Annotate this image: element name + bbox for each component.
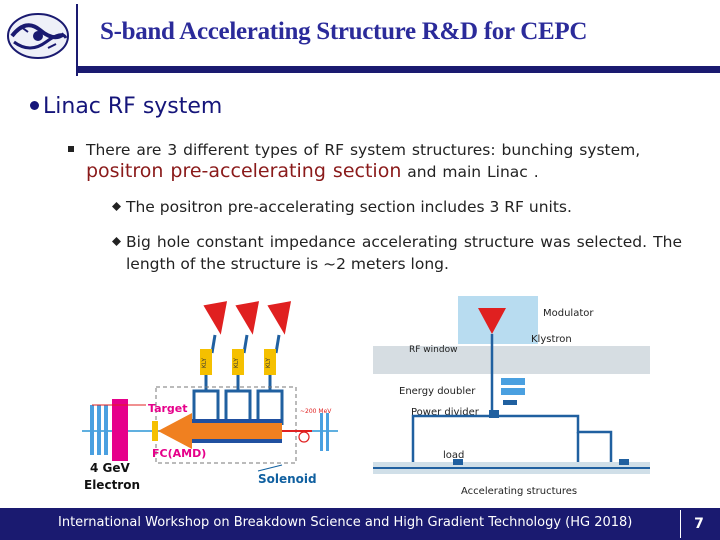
bullet-three-rf-units: The positron pre-accelerating section in… [112,196,682,218]
page-number: 7 [680,510,717,538]
accelerating-sections [192,419,282,443]
electron-beam-magnets [90,399,146,461]
label-load: load [443,450,464,461]
highlight-positron-section: positron pre-accelerating section [86,160,402,182]
klystron-triangles [203,301,292,354]
rf-power-distribution-diagram: Modulator Klystron RF window Energy doub… [373,294,650,499]
bullet-dot-icon [30,100,39,110]
label-rf-window: RF window [409,345,457,355]
bullet-linac-rf-system: Linac RF system [30,94,222,119]
label-accelerating-structures: Accelerating structures [461,486,577,497]
bullet-big-hole-structure-text: Big hole constant impedance accelerating… [126,233,682,273]
bullet-square-icon [68,146,74,152]
label-klystron: Klystron [531,334,572,345]
klystron-tag-1: KLY [201,358,208,368]
label-target: Target [148,402,188,415]
bullet-rf-structures-tail: and main Linac . [401,163,539,181]
positron-section-diagram: KLY KLY KLY Target ~200 MeV FC(AMD) 4 Ge… [82,295,338,495]
title-divider-vertical [76,4,78,76]
diamond-bullet-icon [112,237,121,246]
klystron-tag-3: KLY [265,358,272,368]
klystron-triangle-icon [478,308,506,334]
footer-bar [0,508,720,540]
footer-conference: International Workshop on Breakdown Scie… [58,515,633,530]
label-energy: ~200 MeV [300,408,332,415]
label-electron: Electron [84,478,140,492]
title-underline-bar [78,66,720,73]
diamond-bullet-icon [112,202,121,211]
klystron-boxes: KLY KLY KLY [200,349,276,375]
waveguide-loops [192,375,284,425]
label-power-divider: Power divider [411,407,480,418]
rf-window-band [373,346,650,374]
label-energy-doubler: Energy doubler [399,386,476,397]
label-electron-energy: 4 GeV [90,461,131,475]
bullet-big-hole-structure: Big hole constant impedance accelerating… [112,231,682,275]
ihep-logo [7,13,69,59]
bullet-rf-structures-text: There are 3 different types of RF system… [86,141,641,159]
label-solenoid: Solenoid [258,472,317,486]
bullet-linac-rf-system-text: Linac RF system [43,94,223,119]
klystron-tag-2: KLY [233,358,240,368]
waveguide-distribution [411,414,613,464]
slide-title: S-band Accelerating Structure R&D for CE… [100,18,588,45]
accelerating-structures-line [373,459,650,474]
label-fc-amd: FC(AMD) [152,447,206,460]
bullet-three-rf-units-text: The positron pre-accelerating section in… [126,198,572,216]
bullet-rf-structures: There are 3 different types of RF system… [68,140,688,183]
label-modulator: Modulator [543,308,594,319]
